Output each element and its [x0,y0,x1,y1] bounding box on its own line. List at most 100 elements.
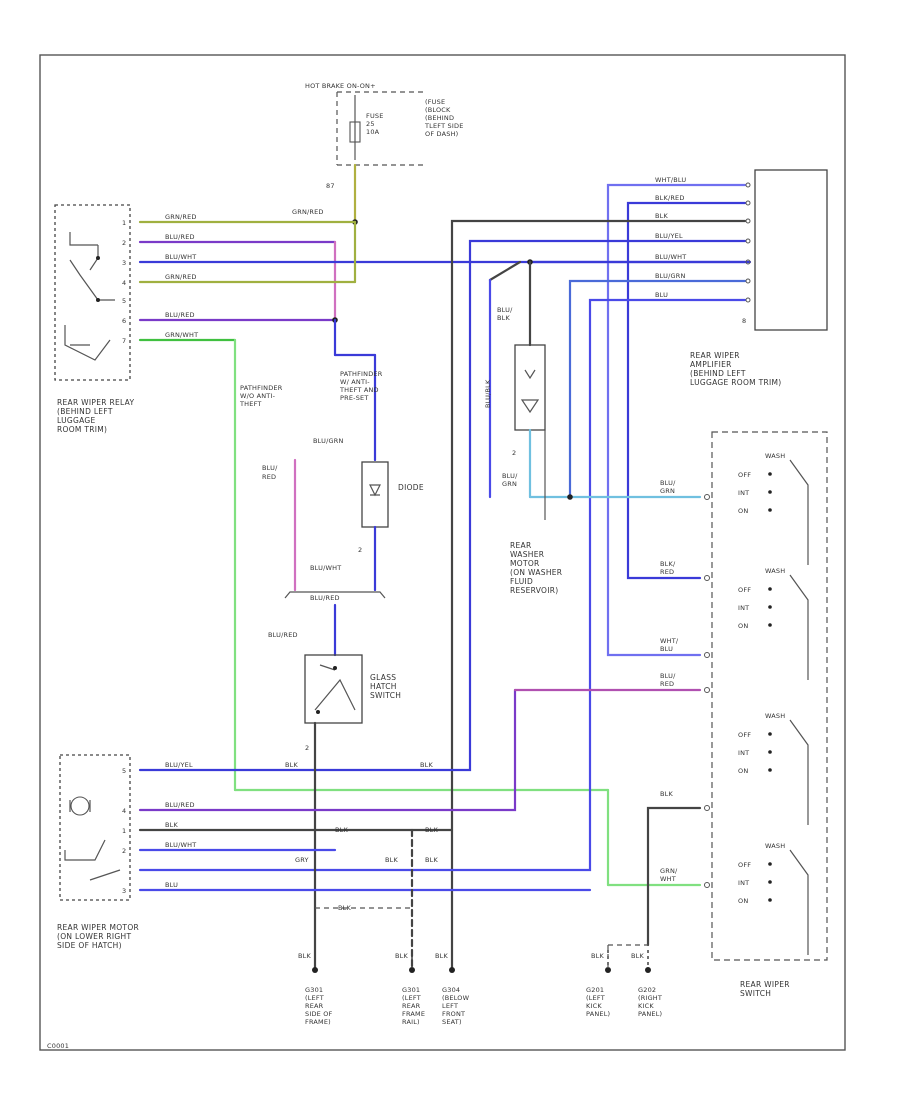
connector-pin [745,218,751,224]
switch-wire-label: BLU/RED [660,672,676,688]
connector-87-label: 87 [326,182,335,190]
splice-label: BLU/RED [310,594,340,602]
relay-wire-label: GRN/RED [165,213,197,221]
wire-tag: BLK [385,856,398,864]
relay-junction-label: GRN/RED [292,208,324,216]
amplifier-wire-label: WHT/BLU [655,176,686,184]
switch-wash-label: WASH [765,712,785,720]
amplifier-pin-labels: WHT/BLUBLK/REDBLKBLU/YELBLU/WHTBLU/GRNBL… [655,176,751,325]
wire-tag: BLK [335,826,348,834]
switch-position-on: ON [738,767,748,775]
fuse-icon [349,121,361,143]
connector-pin [745,259,751,265]
ground-wire-label: BLK [591,952,604,960]
relay-pin-1: 1 [122,219,126,227]
relay-wire-label: GRN/RED [165,273,197,281]
switch-position-int: INT [738,879,749,887]
wire-tag: BLK [338,904,351,912]
relay-pin-2: 2 [122,239,126,247]
amplifier-wire-label: BLU/YEL [655,232,683,240]
amplifier-wire-label: BLK/RED [655,194,685,202]
relay-wire-label: GRN/WHT [165,331,198,339]
ground-icon [645,967,651,973]
switch-wire-label: BLK/RED [660,560,676,576]
svg-text:BLU/BLK: BLU/BLK [497,306,513,322]
amplifier-wires [138,183,747,972]
switch-wash-label: WASH [765,842,785,850]
connector-pin [704,882,710,888]
washer-pin: 2 [512,449,516,457]
diagram-frame [39,54,846,1051]
switch-position-int: INT [738,604,749,612]
diode-pin: 2 [358,546,362,554]
connector-pin [745,278,751,284]
relay-wires [138,220,752,887]
switch-position-off: OFF [738,471,751,479]
wire-tag: BLK [285,761,298,769]
switch-position-int: INT [738,489,749,497]
switch-position-on: ON [738,897,748,905]
connector-pin [704,805,710,811]
ground-icon [409,967,415,973]
relay-pin-5: 5 [122,297,126,305]
wire-tag: BLK [425,856,438,864]
ground-icon [605,967,611,973]
switch-position-int: INT [738,749,749,757]
washer-wire-top: BLU/BLK [497,306,513,322]
relay-pin-labels: 1GRN/RED2BLU/RED3BLU/WHT4GRN/RED56BLU/RE… [122,213,198,345]
washer-side-wire: BLU/BLK [484,379,492,408]
switch-wire-label: BLU/GRN [660,479,676,495]
wiper-motor-wire-label: BLK [165,821,178,829]
switch-wire-label: BLK [660,790,673,798]
connector-pin [704,652,710,658]
switch-position-on: ON [738,622,748,630]
wiper-motor-pin-4: 4 [122,807,126,815]
relay-pin-4: 4 [122,279,126,287]
connector-pin [745,200,751,206]
ground-wire-label: BLK [298,952,311,960]
wiper-motor-wire-label: BLU/RED [165,801,195,809]
wire-tag: GRY [295,856,309,864]
relay-wire-label: BLU/RED [165,311,195,319]
connector-pin [745,182,751,188]
connector-pin [745,238,751,244]
amplifier-wire-label: BLU/WHT [655,253,686,261]
footer-code: C0001 [47,1042,69,1050]
wiper-motor-wire-label: BLU [165,881,178,889]
wiper-motor-pin-3: 3 [122,887,126,895]
connector-pin [704,687,710,693]
